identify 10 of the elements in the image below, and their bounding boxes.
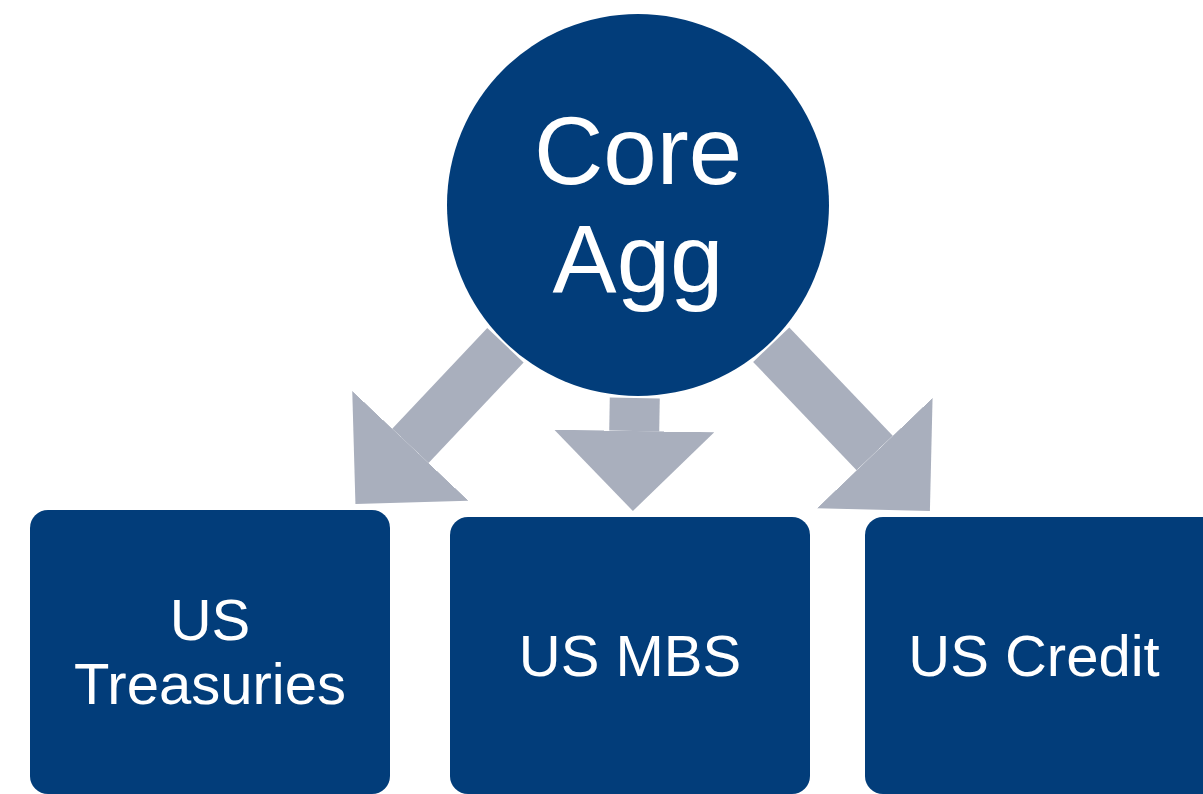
process-box xyxy=(865,517,1203,794)
arrow xyxy=(554,397,715,511)
node-label: US Credit xyxy=(908,623,1160,688)
process-box xyxy=(450,517,810,794)
arrow xyxy=(352,328,524,504)
node-label: US Treasuries xyxy=(73,588,347,716)
arrow xyxy=(753,327,933,511)
node-label: US MBS xyxy=(518,623,742,688)
node-label: Core Agg xyxy=(532,97,744,313)
process-box xyxy=(30,510,390,794)
